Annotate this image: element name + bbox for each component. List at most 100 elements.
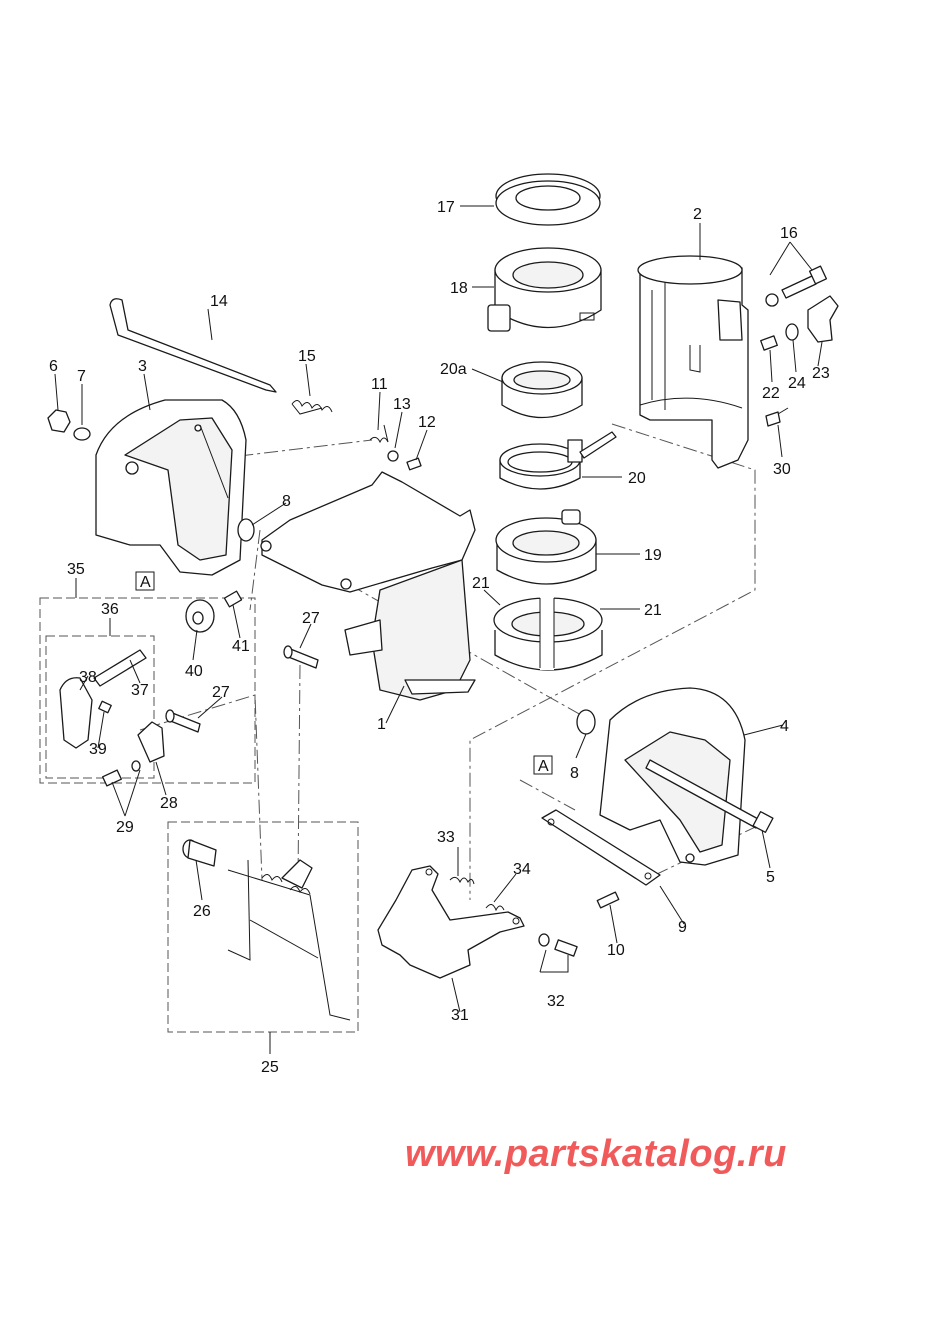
part-24-washer: [785, 323, 799, 341]
callout-41: 41: [232, 638, 250, 655]
callout-16: 16: [780, 225, 798, 242]
callout-1: 1: [377, 716, 386, 733]
callout-32: 32: [547, 993, 565, 1010]
callout-8: 8: [282, 493, 291, 510]
part-41-screw: [223, 590, 243, 608]
callout-10: 10: [607, 942, 625, 959]
part-9-plate: [541, 809, 661, 886]
reference-mark-a-text: A: [140, 574, 151, 591]
part-22-screw: [760, 335, 778, 351]
part-20-clamp-band: [499, 431, 617, 490]
part-20a-sleeve: [501, 361, 583, 419]
callout-28: 28: [160, 795, 178, 812]
callout-29: 29: [116, 819, 134, 836]
part-17-ring: [495, 173, 601, 226]
callout-3: 3: [138, 358, 147, 375]
callouts: 17 18 20a 20 19 21 21 2 16 22 23 24 30 1…: [49, 199, 830, 1076]
part-34-spring: [485, 904, 505, 912]
callout-27: 27: [212, 684, 230, 701]
callout-7: 7: [77, 368, 86, 385]
part-27-pin: [165, 645, 319, 733]
assembly-line: [139, 694, 263, 881]
part-26-pin: [182, 839, 217, 867]
callout-34: 34: [513, 861, 531, 878]
callout-12: 12: [418, 414, 436, 431]
part-29-bolt: [101, 760, 141, 787]
assembly-line: [249, 529, 261, 611]
callout-26: 26: [193, 903, 211, 920]
callout-15: 15: [298, 348, 316, 365]
callout-19: 19: [644, 547, 662, 564]
callout-21: 21: [644, 602, 662, 619]
reference-mark-a: A: [533, 755, 553, 775]
callout-40: 40: [185, 663, 203, 680]
callout-23: 23: [812, 365, 830, 382]
callout-30: 30: [773, 461, 791, 478]
group-box-25: [167, 821, 359, 1033]
part-7-washer: [73, 427, 91, 441]
callout-9: 9: [678, 919, 687, 936]
part-19-bushing: [495, 509, 597, 585]
part-28-plate: [137, 721, 165, 763]
part-18-bushing: [487, 247, 602, 332]
part-5-bolt: [645, 759, 774, 833]
callout-37: 37: [131, 682, 149, 699]
callout-22: 22: [762, 385, 780, 402]
part-3-clamp-bracket-left: [95, 399, 247, 576]
callout-11: 11: [371, 376, 388, 393]
group-box-36: [45, 635, 155, 779]
callout-5: 5: [766, 869, 775, 886]
part-14-tilt-rod: [109, 298, 277, 393]
part-39-screw: [98, 700, 112, 714]
part-15-spring: [291, 400, 333, 415]
part-6-nut: [47, 409, 71, 433]
part-31-stopper-bracket: [377, 865, 525, 979]
callout-27: 27: [302, 610, 320, 627]
part-12-screw: [406, 457, 422, 471]
callout-17: 17: [437, 199, 455, 216]
assembly-line: [469, 423, 756, 900]
part-21-split-bushing: [493, 590, 603, 671]
callout-13: 13: [393, 396, 411, 413]
callout-14: 14: [210, 293, 228, 310]
part-16-bolt: [765, 265, 828, 307]
callout-39: 39: [89, 741, 107, 758]
callout-31: 31: [451, 1007, 469, 1024]
part-30-grease-nipple: [765, 407, 789, 427]
assembly-line: [519, 779, 576, 811]
watermark-text: www.partskatalog.ru: [405, 1133, 787, 1175]
part-38-lever: [59, 677, 93, 749]
part-23-knob: [807, 295, 839, 343]
part-37-bolt: [93, 649, 147, 687]
callout-33: 33: [437, 829, 455, 846]
callout-2: 2: [693, 206, 702, 223]
part-25-tilt-lever: [227, 859, 351, 1021]
part-2-swivel-housing: [637, 255, 749, 469]
callout-20a: 20a: [440, 361, 467, 378]
part-13-washer: [387, 450, 399, 462]
group-box-35: [39, 597, 256, 784]
reference-mark-a-text: A: [538, 758, 549, 775]
part-8-washer: [237, 518, 596, 735]
part-33-spring: [449, 876, 475, 885]
part-10-screw: [596, 891, 620, 909]
reference-mark-a: A: [135, 571, 155, 591]
part-11-spring: [369, 424, 389, 444]
callout-24: 24: [788, 375, 806, 392]
part-32-bolt: [538, 933, 578, 957]
part-40-knob: [185, 599, 215, 633]
callout-6: 6: [49, 358, 58, 375]
leader-lines: [54, 205, 823, 1054]
callout-20: 20: [628, 470, 646, 487]
callout-4: 4: [780, 718, 789, 735]
callout-18: 18: [450, 280, 468, 297]
part-1-swivel-bracket: [260, 471, 476, 701]
assembly-line: [297, 664, 301, 881]
callout-25: 25: [261, 1059, 279, 1076]
callout-38: 38: [79, 669, 97, 686]
callout-8: 8: [570, 765, 579, 782]
callout-35: 35: [67, 561, 85, 578]
callout-21: 21: [472, 575, 490, 592]
callout-36: 36: [101, 601, 119, 618]
